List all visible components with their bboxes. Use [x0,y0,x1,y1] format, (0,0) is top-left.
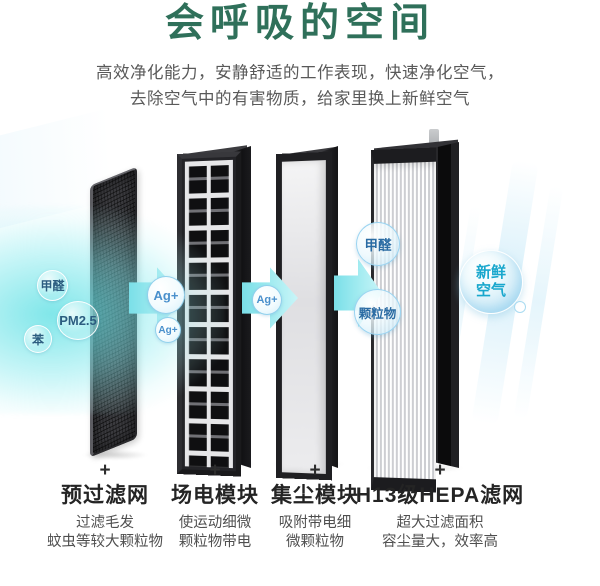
fresh-air-line1: 新鲜 [475,263,506,281]
pollutant-bubble-pm25: PM2.5 [57,301,99,340]
subtitle-line-2: 去除空气中的有害物质，给家里换上新鲜空气 [130,90,470,108]
captured-bubble-particles: 颗粒物 [354,289,401,335]
ion-bubble-small: Ag+ [155,317,181,343]
fresh-air-bubble: 新鲜 空气 [459,250,523,314]
ion-bubble-mid: Ag+ [252,285,282,315]
field-module-panel [177,145,252,477]
captured-bubble-formaldehyde: 甲醛 [356,222,400,266]
tiny-bubble [514,301,526,313]
electrode-grid [184,159,233,469]
dust-module-panel [276,146,338,481]
subtitle-line-1: 高效净化能力，安静舒适的工作表现，快速净化空气， [96,64,504,82]
ion-bubble-large: Ag+ [147,276,185,314]
panel-shadow [82,450,148,460]
page-title: 会呼吸的空间 [164,2,435,45]
electrode-grid-frame [177,151,242,477]
header: 会呼吸的空间 高效净化能力，安静舒适的工作表现，快速净化空气， 去除空气中的有害… [0,2,600,112]
fresh-air-line2: 空气 [475,282,506,299]
dust-collect-face [276,151,332,481]
hepa-panel [371,128,461,493]
pollutant-bubble-formaldehyde: 甲醛 [37,270,68,301]
pollutant-bubble-benzene: 苯 [24,325,52,353]
